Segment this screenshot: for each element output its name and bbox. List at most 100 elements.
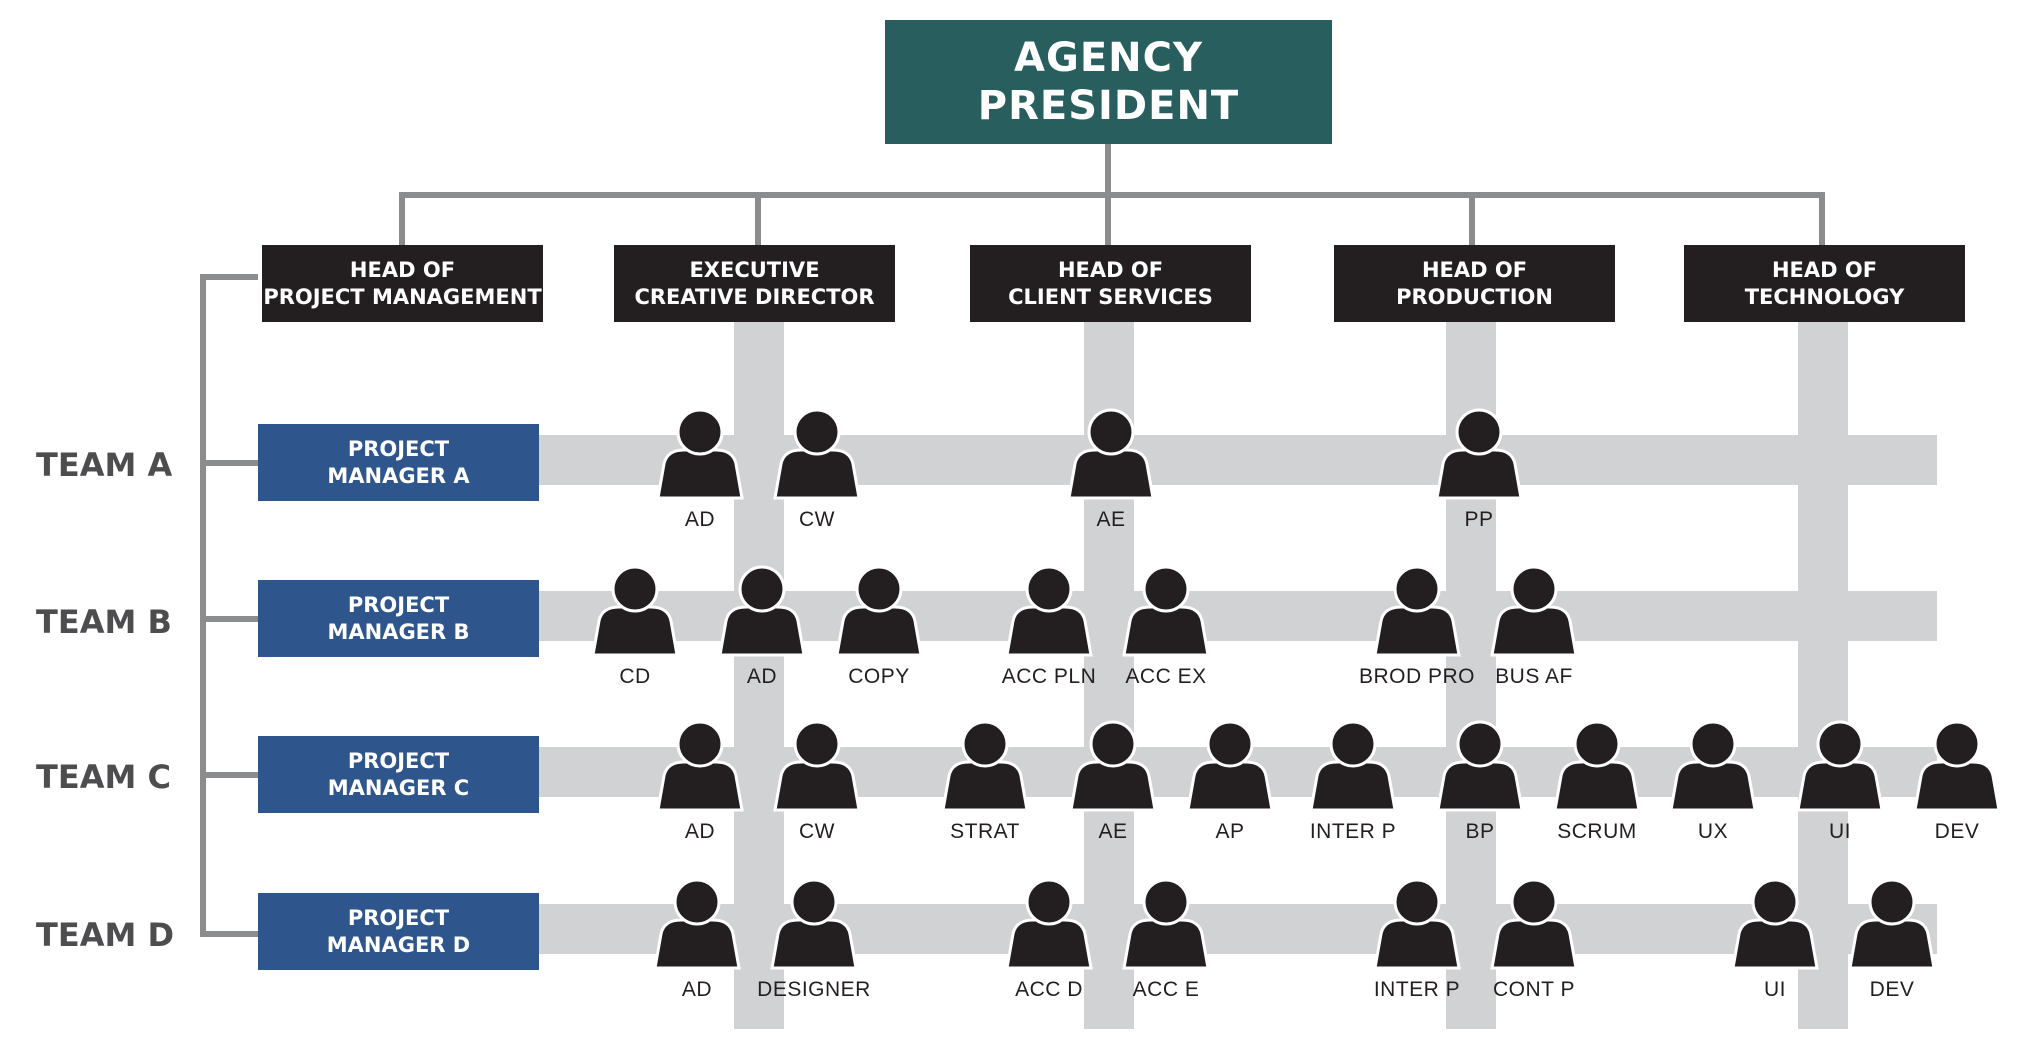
team-member: SCRUM [1527,720,1667,850]
head-line2: TECHNOLOGY [1744,284,1905,309]
team-member-role: CW [799,508,835,531]
person-icon [941,720,1029,812]
person-icon [1553,720,1641,812]
pm-line1: PROJECT [347,748,450,773]
team-member-role: DEV [1869,978,1915,1001]
project-manager-c-box: PROJECT MANAGER C [258,736,539,813]
team-member: UI [1770,720,1910,850]
team-member-role: ACC PLN [1001,665,1097,688]
team-member: ACC PLN [979,565,1119,695]
team-member: BROD PRO [1347,565,1487,695]
executive-creative-director-box: EXECUTIVE CREATIVE DIRECTOR [614,245,895,322]
head-line2: PROJECT MANAGEMENT [263,284,542,309]
team-member: AD [692,565,832,695]
person-icon [773,408,861,500]
person-icon [718,565,806,657]
team-member: CONT P [1464,878,1604,1008]
project-manager-b-box: PROJECT MANAGER B [258,580,539,657]
team-member: COPY [809,565,949,695]
team-member: BP [1410,720,1550,850]
team-member-role: CD [619,665,651,688]
team-member: AD [630,720,770,850]
team-member: ACC EX [1096,565,1236,695]
person-icon [1069,720,1157,812]
team-member-role: AD [684,820,716,843]
team-member: AP [1160,720,1300,850]
person-icon [1373,878,1461,970]
person-icon [591,565,679,657]
person-icon [1669,720,1757,812]
head-client-services-box: HEAD OF CLIENT SERVICES [970,245,1251,322]
person-icon [1005,878,1093,970]
team-member-role: ACC E [1132,978,1200,1001]
pm-line2: MANAGER B [327,619,470,644]
team-member-role: STRAT [950,820,1020,843]
pm-line1: PROJECT [347,436,450,461]
team-member-role: COPY [848,665,910,688]
team-member-role: ACC D [1015,978,1083,1001]
team-member: ACC E [1096,878,1236,1008]
team-member: AE [1041,408,1181,538]
person-icon [656,720,744,812]
pm-line1: PROJECT [347,905,450,930]
team-member-role: DESIGNER [757,978,871,1001]
person-icon [1913,720,2001,812]
person-icon [770,878,858,970]
person-icon [773,720,861,812]
team-member: AD [627,878,767,1008]
team-member-role: AE [1098,820,1128,843]
team-member-role: AD [681,978,713,1001]
person-icon [1436,720,1524,812]
person-icon [1309,720,1397,812]
person-icon [653,878,741,970]
team-member-role: AD [746,665,778,688]
team-member: DESIGNER [744,878,884,1008]
agency-president-box: AGENCY PRESIDENT [885,20,1332,144]
person-icon [1731,878,1819,970]
team-member: ACC D [979,878,1119,1008]
team-member: BUS AF [1464,565,1604,695]
team-member: UX [1643,720,1783,850]
team-a-label: TEAM A [36,446,173,484]
head-line1: HEAD OF [1771,257,1878,282]
head-technology-box: HEAD OF TECHNOLOGY [1684,245,1965,322]
team-member-role: AD [684,508,716,531]
team-d-label: TEAM D [36,916,174,954]
team-member-role: UX [1697,820,1729,843]
team-member: INTER P [1347,878,1487,1008]
pm-line2: MANAGER A [327,463,470,488]
person-icon [1848,878,1936,970]
team-member: AE [1043,720,1183,850]
president-line2: PRESIDENT [977,83,1240,129]
team-member: UI [1705,878,1845,1008]
team-member-role: PP [1464,508,1494,531]
head-project-management-box: HEAD OF PROJECT MANAGEMENT [262,245,543,322]
team-member-role: CW [799,820,835,843]
team-member-role: BROD PRO [1358,665,1475,688]
person-icon [1490,565,1578,657]
team-member-role: UI [1764,978,1786,1001]
person-icon [656,408,744,500]
head-production-box: HEAD OF PRODUCTION [1334,245,1615,322]
team-member-role: BP [1465,820,1495,843]
head-line2: PRODUCTION [1396,284,1553,309]
person-icon [1796,720,1884,812]
team-member-role: UI [1829,820,1851,843]
person-icon [1490,878,1578,970]
team-member-role: INTER P [1373,978,1461,1001]
team-member: INTER P [1283,720,1423,850]
team-member: DEV [1887,720,2027,850]
pm-line1: PROJECT [347,592,450,617]
team-member-role: CONT P [1493,978,1575,1001]
team-member: AD [630,408,770,538]
team-member-role: ACC EX [1125,665,1207,688]
person-icon [1067,408,1155,500]
band-row-team-a [539,435,1937,485]
head-line2: CREATIVE DIRECTOR [634,284,875,309]
team-b-label: TEAM B [36,603,172,641]
team-member-role: AP [1215,820,1245,843]
team-member-role: INTER P [1309,820,1397,843]
project-manager-d-box: PROJECT MANAGER D [258,893,539,970]
person-icon [1373,565,1461,657]
